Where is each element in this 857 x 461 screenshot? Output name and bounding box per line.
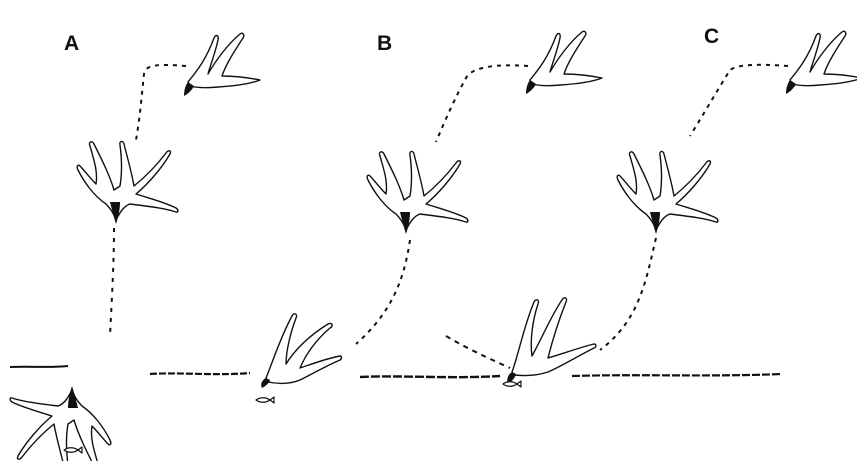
tern-dip-ab [261, 314, 341, 388]
tern-hover-a [77, 141, 178, 224]
tern-dive-a [10, 386, 111, 461]
water-line-a1 [10, 366, 68, 367]
flight-path-c-upper [690, 65, 788, 136]
flight-path-a-lower [110, 228, 114, 336]
flight-path-a-upper [136, 65, 186, 140]
water-line-a2 [150, 373, 250, 374]
panel-label-a: A [64, 33, 79, 54]
water-line-c [572, 374, 782, 376]
tern-dip-c [507, 298, 596, 384]
fish-a [64, 447, 82, 453]
flight-path-b-upper [436, 65, 528, 142]
panel-c [446, 31, 857, 387]
flight-path-c-lower [600, 238, 656, 350]
panel-label-c: C [704, 26, 719, 47]
panel-label-b: B [377, 33, 392, 54]
fish-ab [256, 397, 274, 403]
panel-a [10, 33, 260, 461]
fish-c [503, 381, 521, 387]
tern-glide-a [184, 33, 260, 96]
tern-glide-c [786, 31, 857, 94]
flight-path-b-lower [356, 240, 410, 344]
flight-path-c-approach [446, 336, 510, 368]
tern-glide-b [526, 31, 602, 94]
tern-hover-b [367, 151, 468, 234]
tern-hover-c [617, 151, 718, 234]
water-line-b [360, 376, 500, 377]
